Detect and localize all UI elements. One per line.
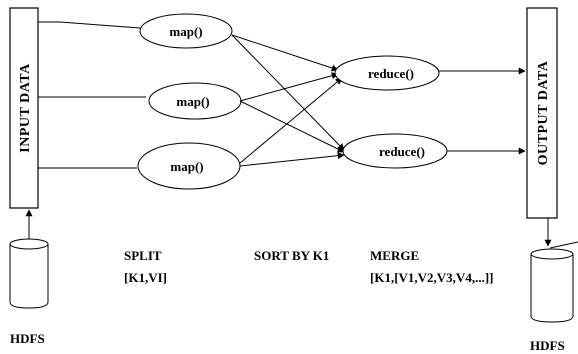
stage-merge: MERGE [K1,[V1,V2,V3,V4,...]]	[370, 248, 493, 285]
input-data-label: INPUT DATA	[18, 63, 33, 153]
split-subtitle: [K1,VI]	[124, 270, 167, 285]
output-data-label: OUTPUT DATA	[536, 60, 551, 165]
hdfs-cylinder-left	[9, 209, 49, 309]
shuffle-arrows	[231, 34, 345, 167]
reduce-to-output-arrows	[439, 67, 526, 155]
reduce-node-2-label: reduce()	[379, 144, 425, 159]
map-node-1-label: map()	[169, 24, 202, 39]
stage-sort: SORT BY K1	[254, 248, 329, 263]
output-data-box: OUTPUT DATA	[526, 7, 558, 219]
input-data-box: INPUT DATA	[9, 7, 39, 209]
map-node-2-label: map()	[176, 94, 209, 109]
reduce-node-1: reduce()	[334, 55, 440, 91]
split-title: SPLIT	[124, 248, 162, 263]
map-node-2: map()	[148, 82, 242, 120]
map-node-3: map()	[137, 142, 241, 190]
hdfs-left-label: HDFS	[10, 331, 45, 346]
input-to-map-lines	[38, 21, 146, 169]
reduce-node-1-label: reduce()	[368, 66, 414, 81]
hdfs-right-label: HDFS	[530, 338, 565, 353]
hdfs-cylinder-right	[530, 218, 578, 323]
map-node-1: map()	[139, 13, 233, 49]
map-node-3-label: map()	[170, 159, 203, 174]
merge-title: MERGE	[370, 248, 419, 263]
stage-split: SPLIT [K1,VI]	[124, 248, 167, 285]
reduce-node-2: reduce()	[342, 133, 448, 169]
sort-title: SORT BY K1	[254, 248, 329, 263]
merge-subtitle: [K1,[V1,V2,V3,V4,...]]	[370, 270, 493, 285]
